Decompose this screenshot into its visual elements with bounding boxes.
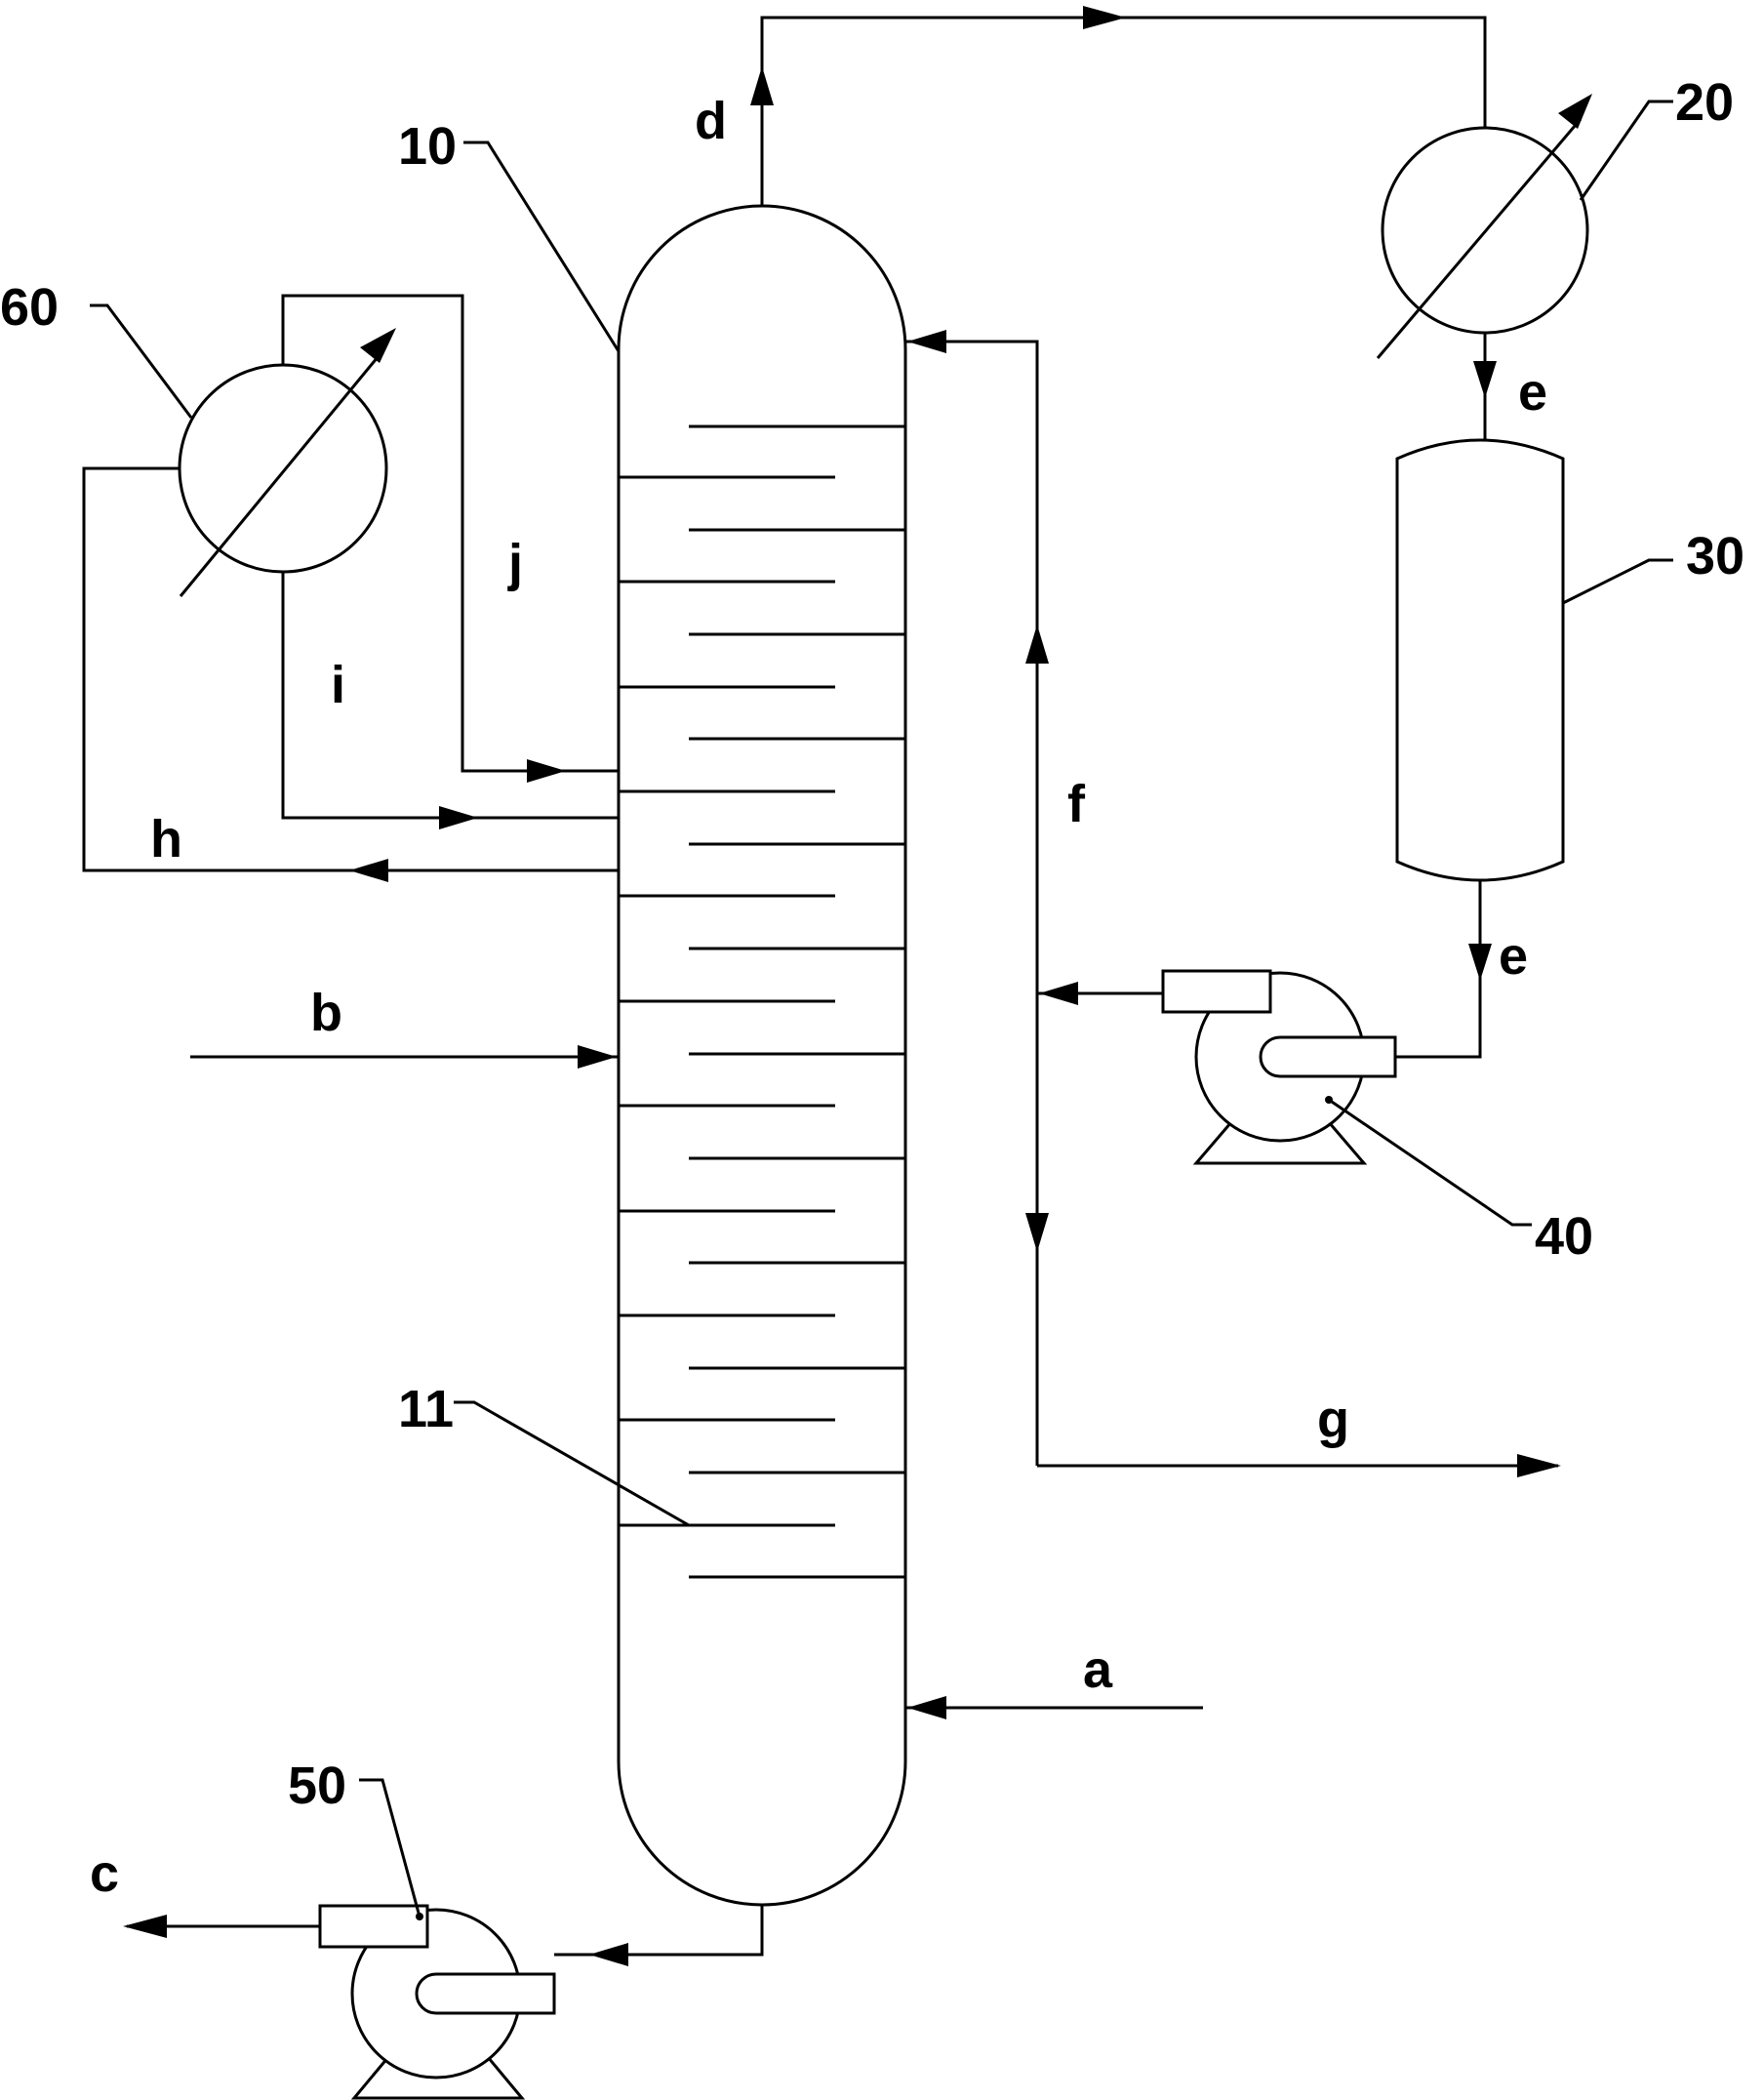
arrow-right-icon xyxy=(578,1045,617,1069)
stream-label-b: b xyxy=(310,984,342,1042)
label-bottoms-pump-50: 50 xyxy=(288,1757,346,1815)
label-condenser-20: 20 xyxy=(1675,73,1734,132)
stream-label-j: j xyxy=(507,534,523,592)
stream-label-i: i xyxy=(331,656,345,714)
bottoms-product-line-c xyxy=(123,1915,320,1938)
arrow-right-icon xyxy=(527,759,566,783)
arrow-diagonal-icon xyxy=(1558,94,1592,129)
label-side-heater-60: 60 xyxy=(0,278,59,337)
stream-label-c: c xyxy=(90,1844,119,1903)
arrow-left-icon xyxy=(123,1915,167,1938)
condensate-line xyxy=(1473,333,1497,440)
overhead-vapor-line xyxy=(750,6,1485,206)
arrow-left-icon xyxy=(907,1696,946,1719)
label-column-10: 10 xyxy=(398,117,457,176)
label-reflux-drum-30: 30 xyxy=(1686,527,1744,586)
reflux-drum xyxy=(1397,440,1563,880)
stream-label-f: f xyxy=(1067,775,1086,833)
arrow-down-icon xyxy=(1468,944,1492,981)
condenser xyxy=(1378,94,1592,358)
arrow-right-icon xyxy=(1517,1454,1561,1477)
label-trays-11: 11 xyxy=(398,1380,454,1438)
bottoms-pump xyxy=(320,1906,554,2098)
feed-line-a xyxy=(905,1696,1203,1719)
stream-label-a: a xyxy=(1083,1640,1113,1699)
side-heater xyxy=(180,328,396,596)
stream-label-d: d xyxy=(695,92,727,150)
arrow-diagonal-icon xyxy=(360,328,396,363)
stream-label-e-bottom: e xyxy=(1499,927,1528,986)
arrow-down-icon xyxy=(1025,1213,1049,1252)
bottoms-line xyxy=(554,1905,762,1966)
arrow-right-icon xyxy=(1083,6,1126,29)
stream-label-e-top: e xyxy=(1518,363,1547,422)
arrow-right-icon xyxy=(439,806,478,829)
stream-label-h: h xyxy=(150,810,182,868)
arrow-down-icon xyxy=(1473,361,1497,398)
arrow-left-icon xyxy=(589,1943,628,1966)
arrow-up-icon xyxy=(750,66,774,105)
arrow-up-icon xyxy=(1025,625,1049,664)
arrow-left-icon xyxy=(907,330,946,353)
drum-outlet-line xyxy=(1395,880,1492,1057)
reflux-pump xyxy=(1163,971,1395,1163)
arrow-left-icon xyxy=(349,859,388,882)
stream-label-g: g xyxy=(1317,1391,1349,1449)
feed-line-b xyxy=(190,1045,619,1069)
label-reflux-pump-40: 40 xyxy=(1535,1207,1593,1266)
arrow-left-icon xyxy=(1039,982,1078,1005)
